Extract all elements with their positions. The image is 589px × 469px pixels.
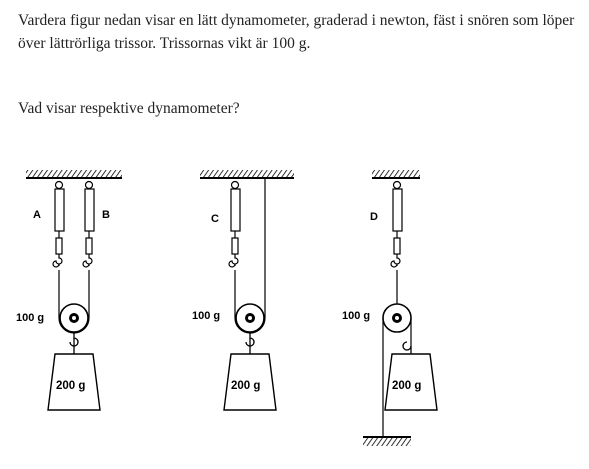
pulley-1	[59, 303, 89, 333]
weight-2: 200 g	[223, 353, 277, 411]
dynamometer-b	[82, 180, 95, 268]
label-b: B	[102, 209, 110, 221]
floor-3	[363, 438, 411, 446]
weight-1: 200 g	[47, 353, 101, 411]
ceiling-2	[200, 170, 294, 178]
weight-mass-1: 200 g	[56, 380, 85, 392]
dynamometer-d	[390, 180, 403, 268]
dynamometer-c	[228, 180, 241, 268]
setup-c: C 100 g 200 g	[192, 170, 294, 411]
pulley-mass-2: 100 g	[192, 310, 220, 322]
question-intro: Vardera figur nedan visar en lätt dynamo…	[18, 12, 575, 52]
weight-3: 200 g	[384, 353, 438, 411]
pulley-2	[235, 303, 265, 333]
dynamometer-a	[52, 180, 65, 268]
pulley-mass-3: 100 g	[342, 310, 370, 322]
label-c: C	[211, 213, 219, 225]
ceiling-1	[26, 170, 122, 178]
question-prompt: Vad visar respektive dynamometer?	[18, 100, 240, 117]
label-d: D	[370, 211, 378, 223]
label-a: A	[33, 209, 41, 221]
pulley-mass-1: 100 g	[16, 312, 44, 324]
setup-d: D 100 g 200 g	[342, 170, 438, 446]
dynamometer-figure: A B 100 g 200 g C	[16, 170, 438, 446]
ceiling-3	[372, 170, 420, 178]
pulley-3	[382, 303, 412, 333]
weight-mass-3: 200 g	[392, 380, 421, 392]
weight-mass-2: 200 g	[231, 380, 260, 392]
setup-ab: A B 100 g 200 g	[16, 170, 122, 411]
